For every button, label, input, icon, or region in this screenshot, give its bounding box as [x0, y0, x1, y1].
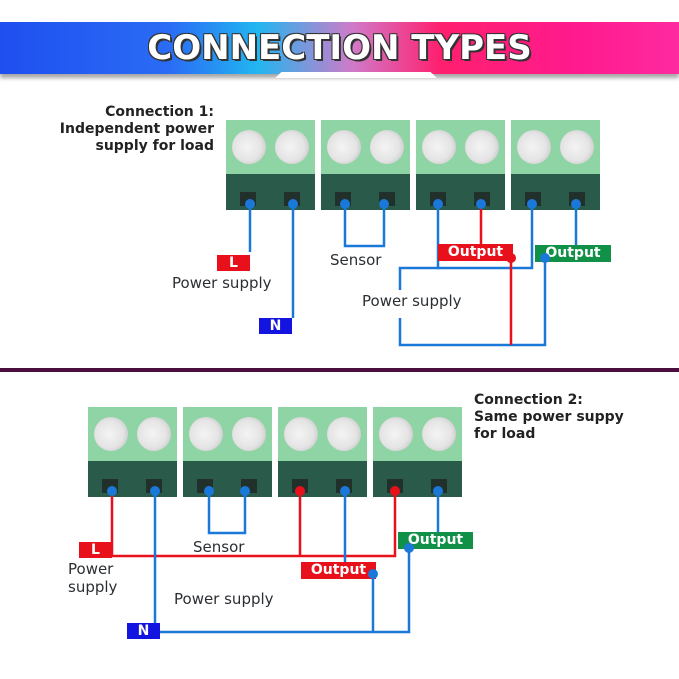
connection2-heading-line: for load — [474, 426, 536, 442]
terminal-dot — [433, 199, 443, 209]
connection1-heading-line: supply for load — [95, 138, 214, 154]
screw-icon — [465, 130, 499, 164]
screw-icon — [517, 130, 551, 164]
output-green-tag: Output — [398, 532, 473, 549]
terminal-block — [183, 407, 272, 497]
screw-icon — [137, 417, 171, 451]
terminal-dot — [340, 199, 350, 209]
junction-dot — [368, 569, 378, 579]
terminal-dot — [288, 199, 298, 209]
terminal-dot — [240, 486, 250, 496]
connection1-heading-line: Connection 1: — [105, 104, 214, 120]
junction-dot — [506, 253, 516, 263]
terminal-dot — [245, 199, 255, 209]
terminal-dot — [295, 486, 305, 496]
power-supply-label: Power supply — [172, 274, 272, 292]
terminal-dot — [390, 486, 400, 496]
terminal-dot — [107, 486, 117, 496]
screw-icon — [422, 130, 456, 164]
screw-icon — [275, 130, 309, 164]
neutral-tag: N — [127, 623, 160, 639]
connection2-heading-line: Connection 2: — [474, 392, 583, 408]
power-supply-label-line1: Power — [68, 560, 114, 578]
power-supply-label: Power supply — [174, 590, 274, 608]
screw-icon — [189, 417, 223, 451]
connection2-heading: Connection 2: Same power suppy for load — [474, 392, 654, 443]
terminal-block — [321, 120, 410, 210]
wire-neutral-return — [160, 548, 411, 634]
terminal-block — [511, 120, 600, 210]
terminal-block — [226, 120, 315, 210]
sensor-label: Sensor — [330, 251, 382, 269]
terminal-dot — [204, 486, 214, 496]
terminal-dot — [476, 199, 486, 209]
live-tag: L — [79, 542, 112, 558]
terminal-dot — [150, 486, 160, 496]
wire-power-bus-top — [398, 204, 440, 290]
screw-icon — [327, 130, 361, 164]
screw-icon — [379, 417, 413, 451]
terminal-dot — [433, 486, 443, 496]
terminal-block — [278, 407, 367, 497]
junction-dot — [540, 253, 550, 263]
screw-icon — [370, 130, 404, 164]
terminal-block — [88, 407, 177, 497]
screw-icon — [284, 417, 318, 451]
banner-notch — [275, 72, 437, 78]
screw-icon — [232, 130, 266, 164]
output-red-tag: Output — [301, 562, 376, 579]
screw-icon — [94, 417, 128, 451]
section-divider — [0, 368, 679, 372]
connection2-heading-line: Same power suppy — [474, 409, 624, 425]
screw-icon — [327, 417, 361, 451]
screw-icon — [232, 417, 266, 451]
terminal-dot — [379, 199, 389, 209]
wire-power-bus-right — [438, 204, 534, 270]
screw-icon — [560, 130, 594, 164]
terminal-dot — [527, 199, 537, 209]
terminal-block — [416, 120, 505, 210]
power-supply-label: Power supply — [362, 292, 462, 310]
power-supply-label-line2: supply — [68, 578, 118, 596]
banner-title: CONNECTION TYPES — [147, 28, 532, 68]
screw-icon — [422, 417, 456, 451]
wire-sensor-loop — [207, 491, 247, 535]
wire-sensor-loop — [343, 204, 386, 248]
neutral-tag: N — [259, 318, 292, 334]
connection1-heading: Connection 1: Independent power supply f… — [40, 104, 214, 155]
title-banner — [0, 22, 679, 74]
live-tag: L — [217, 255, 250, 271]
wire-live-supply — [110, 491, 397, 558]
connection1-heading-line: Independent power — [59, 121, 214, 137]
output-green-tag: Output — [535, 245, 611, 262]
wire-power-bus-bottom — [398, 258, 547, 347]
junction-dot — [404, 543, 414, 553]
sensor-label: Sensor — [193, 538, 245, 556]
terminal-dot — [571, 199, 581, 209]
terminal-dot — [340, 486, 350, 496]
output-red-tag: Output — [438, 244, 513, 261]
